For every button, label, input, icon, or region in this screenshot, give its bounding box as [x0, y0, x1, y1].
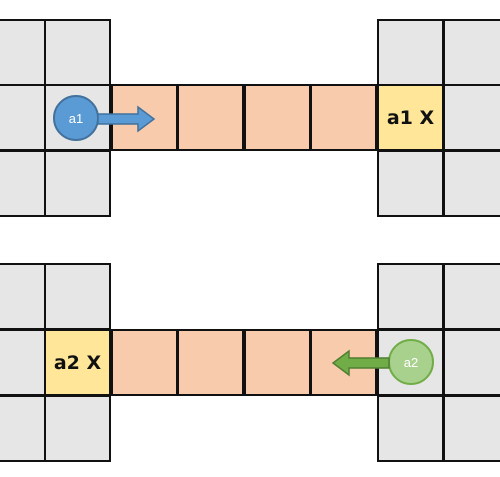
wall-cell	[377, 263, 444, 330]
wall-cell	[0, 19, 46, 86]
corridor-cell	[244, 84, 311, 151]
wall-cell	[443, 150, 500, 217]
corridor-cell	[310, 84, 377, 151]
wall-cell	[443, 329, 500, 396]
goal-cell-a2: a2 X	[44, 329, 111, 396]
wall-cell	[443, 263, 500, 330]
wall-cell	[377, 395, 444, 462]
wall-cell	[0, 84, 46, 151]
goal-cell-a1: a1 X	[377, 84, 444, 151]
arrow-right-icon	[97, 105, 156, 133]
wall-cell	[0, 263, 46, 330]
wall-cell	[377, 19, 444, 86]
corridor-cell	[177, 84, 244, 151]
arrow-left-icon	[331, 349, 390, 377]
wall-cell	[377, 150, 444, 217]
wall-cell	[44, 263, 111, 330]
wall-cell	[443, 395, 500, 462]
wall-cell	[0, 395, 46, 462]
wall-cell	[44, 150, 111, 217]
corridor-cell	[244, 329, 311, 396]
wall-cell	[44, 19, 111, 86]
wall-cell	[0, 329, 46, 396]
corridor-cell	[177, 329, 244, 396]
agent-a1: a1	[53, 95, 99, 141]
wall-cell	[443, 19, 500, 86]
agent-a2: a2	[388, 339, 434, 385]
wall-cell	[44, 395, 111, 462]
wall-cell	[443, 84, 500, 151]
wall-cell	[0, 150, 46, 217]
corridor-cell	[111, 329, 178, 396]
